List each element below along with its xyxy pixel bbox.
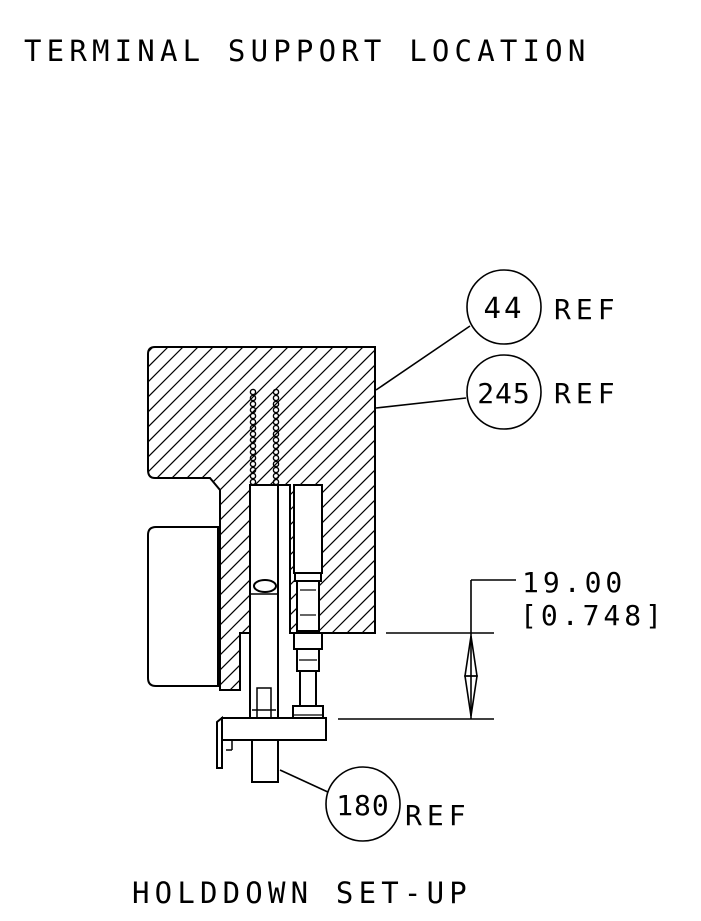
- callout-245-number: 245: [477, 377, 531, 410]
- drawing-caption: HOLDDOWN SET-UP: [132, 876, 472, 910]
- callout-180-ref: REF: [405, 799, 471, 832]
- callout-180-number: 180: [336, 789, 390, 822]
- left-lower-block: [147, 526, 219, 687]
- spring-coils: [249, 388, 280, 486]
- callout-245: 245 REF: [466, 354, 620, 430]
- callout-44-ref: REF: [554, 293, 620, 326]
- callout-44-number: 44: [484, 291, 525, 325]
- leader-lines: [279, 325, 471, 794]
- dimension-metric: 19.00: [522, 566, 626, 599]
- callout-180: 180 REF: [325, 766, 471, 842]
- dimension-lines: [338, 579, 516, 720]
- callout-245-ref: REF: [554, 377, 620, 410]
- hatched-block: [147, 346, 376, 691]
- terminal-support-rod: [249, 484, 279, 731]
- page-title: TERMINAL SUPPORT LOCATION: [24, 34, 591, 68]
- dimension-imperial: [0.748]: [520, 599, 666, 632]
- callout-44: 44 REF: [466, 269, 620, 345]
- adjusting-screw: [292, 484, 324, 741]
- bottom-plate: [216, 715, 327, 783]
